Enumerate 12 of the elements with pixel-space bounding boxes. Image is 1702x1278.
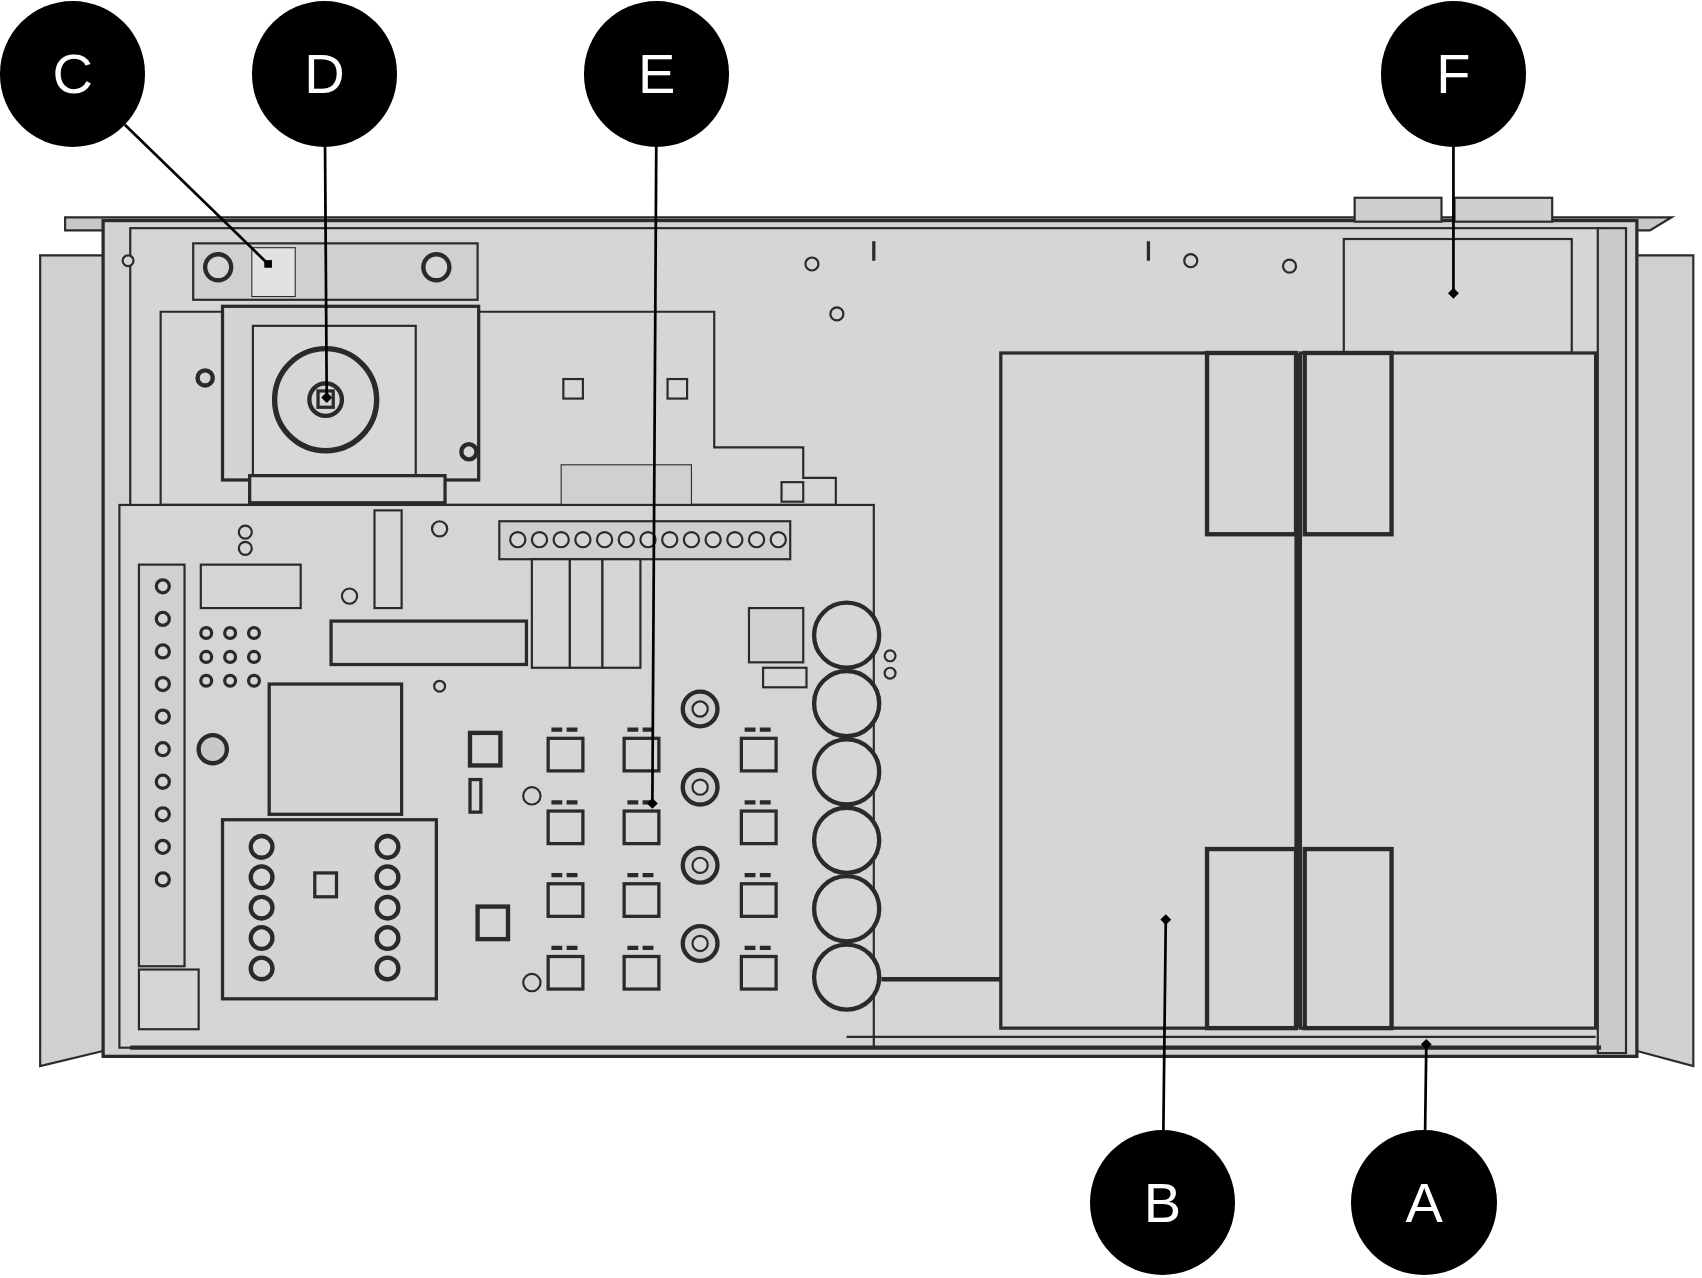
leader-line (1160, 914, 1172, 1131)
leader-line (646, 146, 658, 809)
callout-letter: B (1089, 1129, 1236, 1276)
leader-line (123, 123, 272, 268)
callout-letter: A (1351, 1129, 1497, 1276)
callout-letter: C (0, 1, 146, 147)
leader-line (1448, 146, 1459, 299)
leader-line (1420, 1039, 1432, 1131)
callout-letter: E (583, 1, 730, 147)
callout-letter: D (251, 1, 398, 147)
leader-line (321, 146, 333, 403)
callout-letter: F (1380, 1, 1527, 147)
